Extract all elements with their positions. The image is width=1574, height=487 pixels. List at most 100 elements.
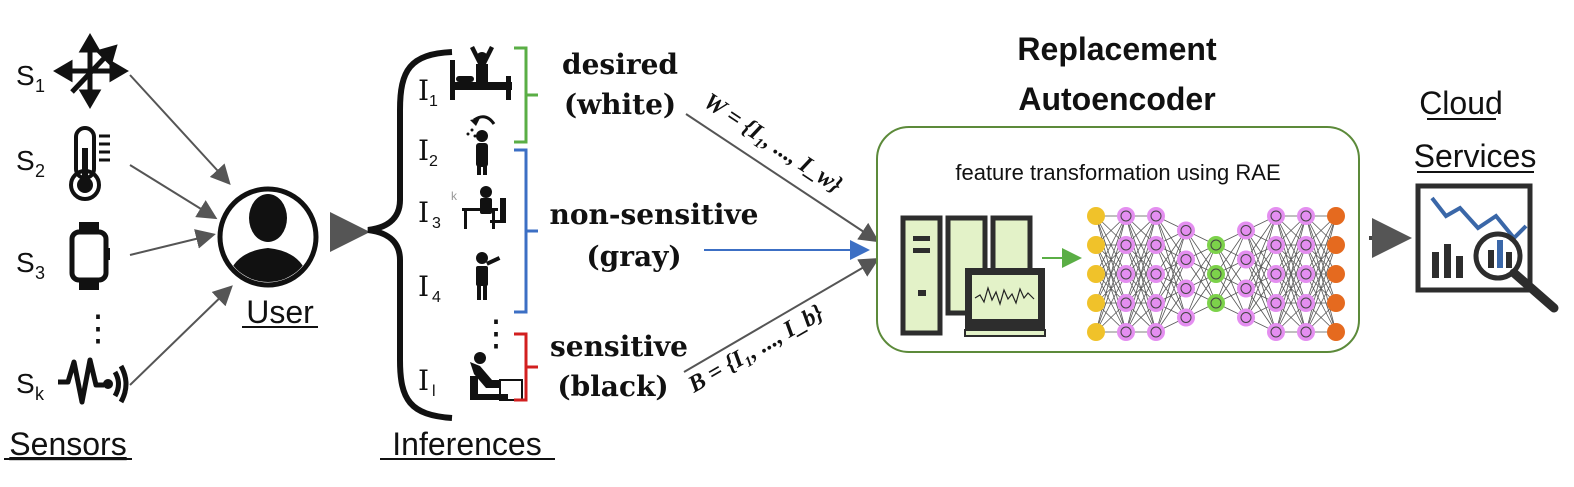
network-node-ring: [1300, 326, 1312, 338]
network-node: [1237, 308, 1255, 327]
recliner-icon: [470, 352, 523, 401]
inference-3: I 3 k: [418, 186, 506, 232]
network-edge: [1275, 215, 1307, 275]
inference-3-sub: 3: [432, 215, 441, 232]
network-node: [1087, 207, 1105, 225]
network-node: [1237, 250, 1255, 269]
smartwatch-icon: [69, 222, 110, 290]
sensor-2: S 2: [16, 126, 110, 201]
network-node-ring: [1150, 210, 1162, 222]
inference-4-label: I: [418, 270, 429, 303]
network-node: [1117, 323, 1135, 341]
sensor-to-user-arrows: [129, 74, 233, 386]
network-node-ring: [1300, 210, 1312, 222]
inference-1-label: I: [418, 74, 429, 107]
network-edge: [1305, 215, 1337, 275]
network-node-ring: [1120, 239, 1132, 251]
network-edge: [1155, 259, 1187, 333]
sensitive-label: sensitive: [550, 330, 688, 363]
svg-text:k: k: [451, 189, 458, 203]
network-node: [1237, 221, 1255, 240]
network-node: [1087, 236, 1105, 254]
network-node: [1267, 207, 1285, 225]
network-edge: [1095, 273, 1127, 333]
network-node: [1207, 294, 1225, 312]
black-to-rae-arrow: [683, 257, 880, 373]
sensor-k: S k: [16, 357, 129, 405]
network-node: [1297, 294, 1315, 312]
analytics-search-icon: [1415, 183, 1559, 313]
desired-color-label: (white): [564, 88, 676, 121]
network-node: [1147, 294, 1165, 312]
sensor-1: S 1: [16, 33, 129, 109]
network-node-ring: [1240, 283, 1252, 294]
network-node-ring: [1240, 312, 1252, 323]
network-node-ring: [1150, 239, 1162, 251]
network-node-ring: [1180, 225, 1192, 236]
autoencoder-network: [1087, 207, 1345, 341]
network-node: [1267, 294, 1285, 312]
network-node-ring: [1120, 210, 1132, 222]
inference-l: I l: [418, 352, 523, 401]
white-to-rae-arrow: [685, 113, 880, 243]
inference-2-label: I: [418, 134, 429, 167]
network-node-ring: [1180, 254, 1192, 265]
network-node-ring: [1150, 268, 1162, 280]
network-node-ring: [1300, 268, 1312, 280]
sensor-2-label: S: [16, 145, 35, 176]
network-node-ring: [1120, 268, 1132, 280]
network-node: [1147, 265, 1165, 283]
sensor-k-label: S: [16, 368, 35, 399]
sensor-3-sub: 3: [35, 263, 45, 283]
inference-2-sub: 2: [429, 153, 438, 170]
network-edge: [1125, 244, 1157, 333]
network-node: [1087, 294, 1105, 312]
network-edge: [1215, 230, 1247, 304]
network-node: [1177, 221, 1195, 240]
nonsensitive-color-label: (gray): [586, 240, 681, 273]
desk-typing-icon: k: [451, 186, 506, 229]
network-node: [1327, 323, 1345, 341]
network-node-ring: [1240, 225, 1252, 236]
network-node: [1147, 323, 1165, 341]
network-edge: [1305, 215, 1337, 304]
network-node-ring: [1270, 239, 1282, 251]
rae-title-line2: Autoencoder: [1018, 81, 1215, 117]
accelerometer-icon: [53, 33, 129, 109]
sensor-1-sub: 1: [35, 76, 45, 96]
inferences-ellipsis: ⋮: [478, 312, 514, 353]
network-node-ring: [1180, 312, 1192, 323]
desired-bracket: [514, 46, 538, 144]
white-set-label: W = {I₁, ..., I_w}: [699, 88, 848, 199]
network-node-ring: [1270, 326, 1282, 338]
network-edge: [1155, 230, 1187, 333]
cloud-caption-line2: Services: [1414, 138, 1537, 174]
inference-3-label: I: [418, 196, 429, 229]
user-avatar-icon: [217, 186, 319, 288]
network-edge: [1305, 215, 1337, 333]
network-edge: [1125, 215, 1157, 333]
network-node-ring: [1270, 268, 1282, 280]
sensor-3: S 3: [16, 222, 110, 290]
nonsensitive-bracket: [514, 148, 538, 314]
network-edge: [1305, 244, 1337, 333]
network-node-ring: [1300, 239, 1312, 251]
network-node-ring: [1210, 268, 1222, 280]
sensitive-bracket: [514, 332, 538, 402]
network-node: [1087, 323, 1105, 341]
network-node: [1267, 265, 1285, 283]
network-edge: [1305, 273, 1337, 333]
network-node: [1117, 265, 1135, 283]
network-node-ring: [1180, 283, 1192, 294]
inference-1-sub: 1: [429, 93, 438, 110]
network-node: [1117, 236, 1135, 254]
network-node-ring: [1120, 297, 1132, 309]
inference-4-sub: 4: [432, 289, 441, 306]
user-caption: User: [246, 294, 314, 330]
network-edge: [1185, 244, 1217, 318]
sensor-k-sub: k: [35, 384, 45, 404]
inference-2: I 2: [418, 115, 496, 175]
network-edge: [1245, 244, 1277, 318]
network-node: [1327, 207, 1345, 225]
